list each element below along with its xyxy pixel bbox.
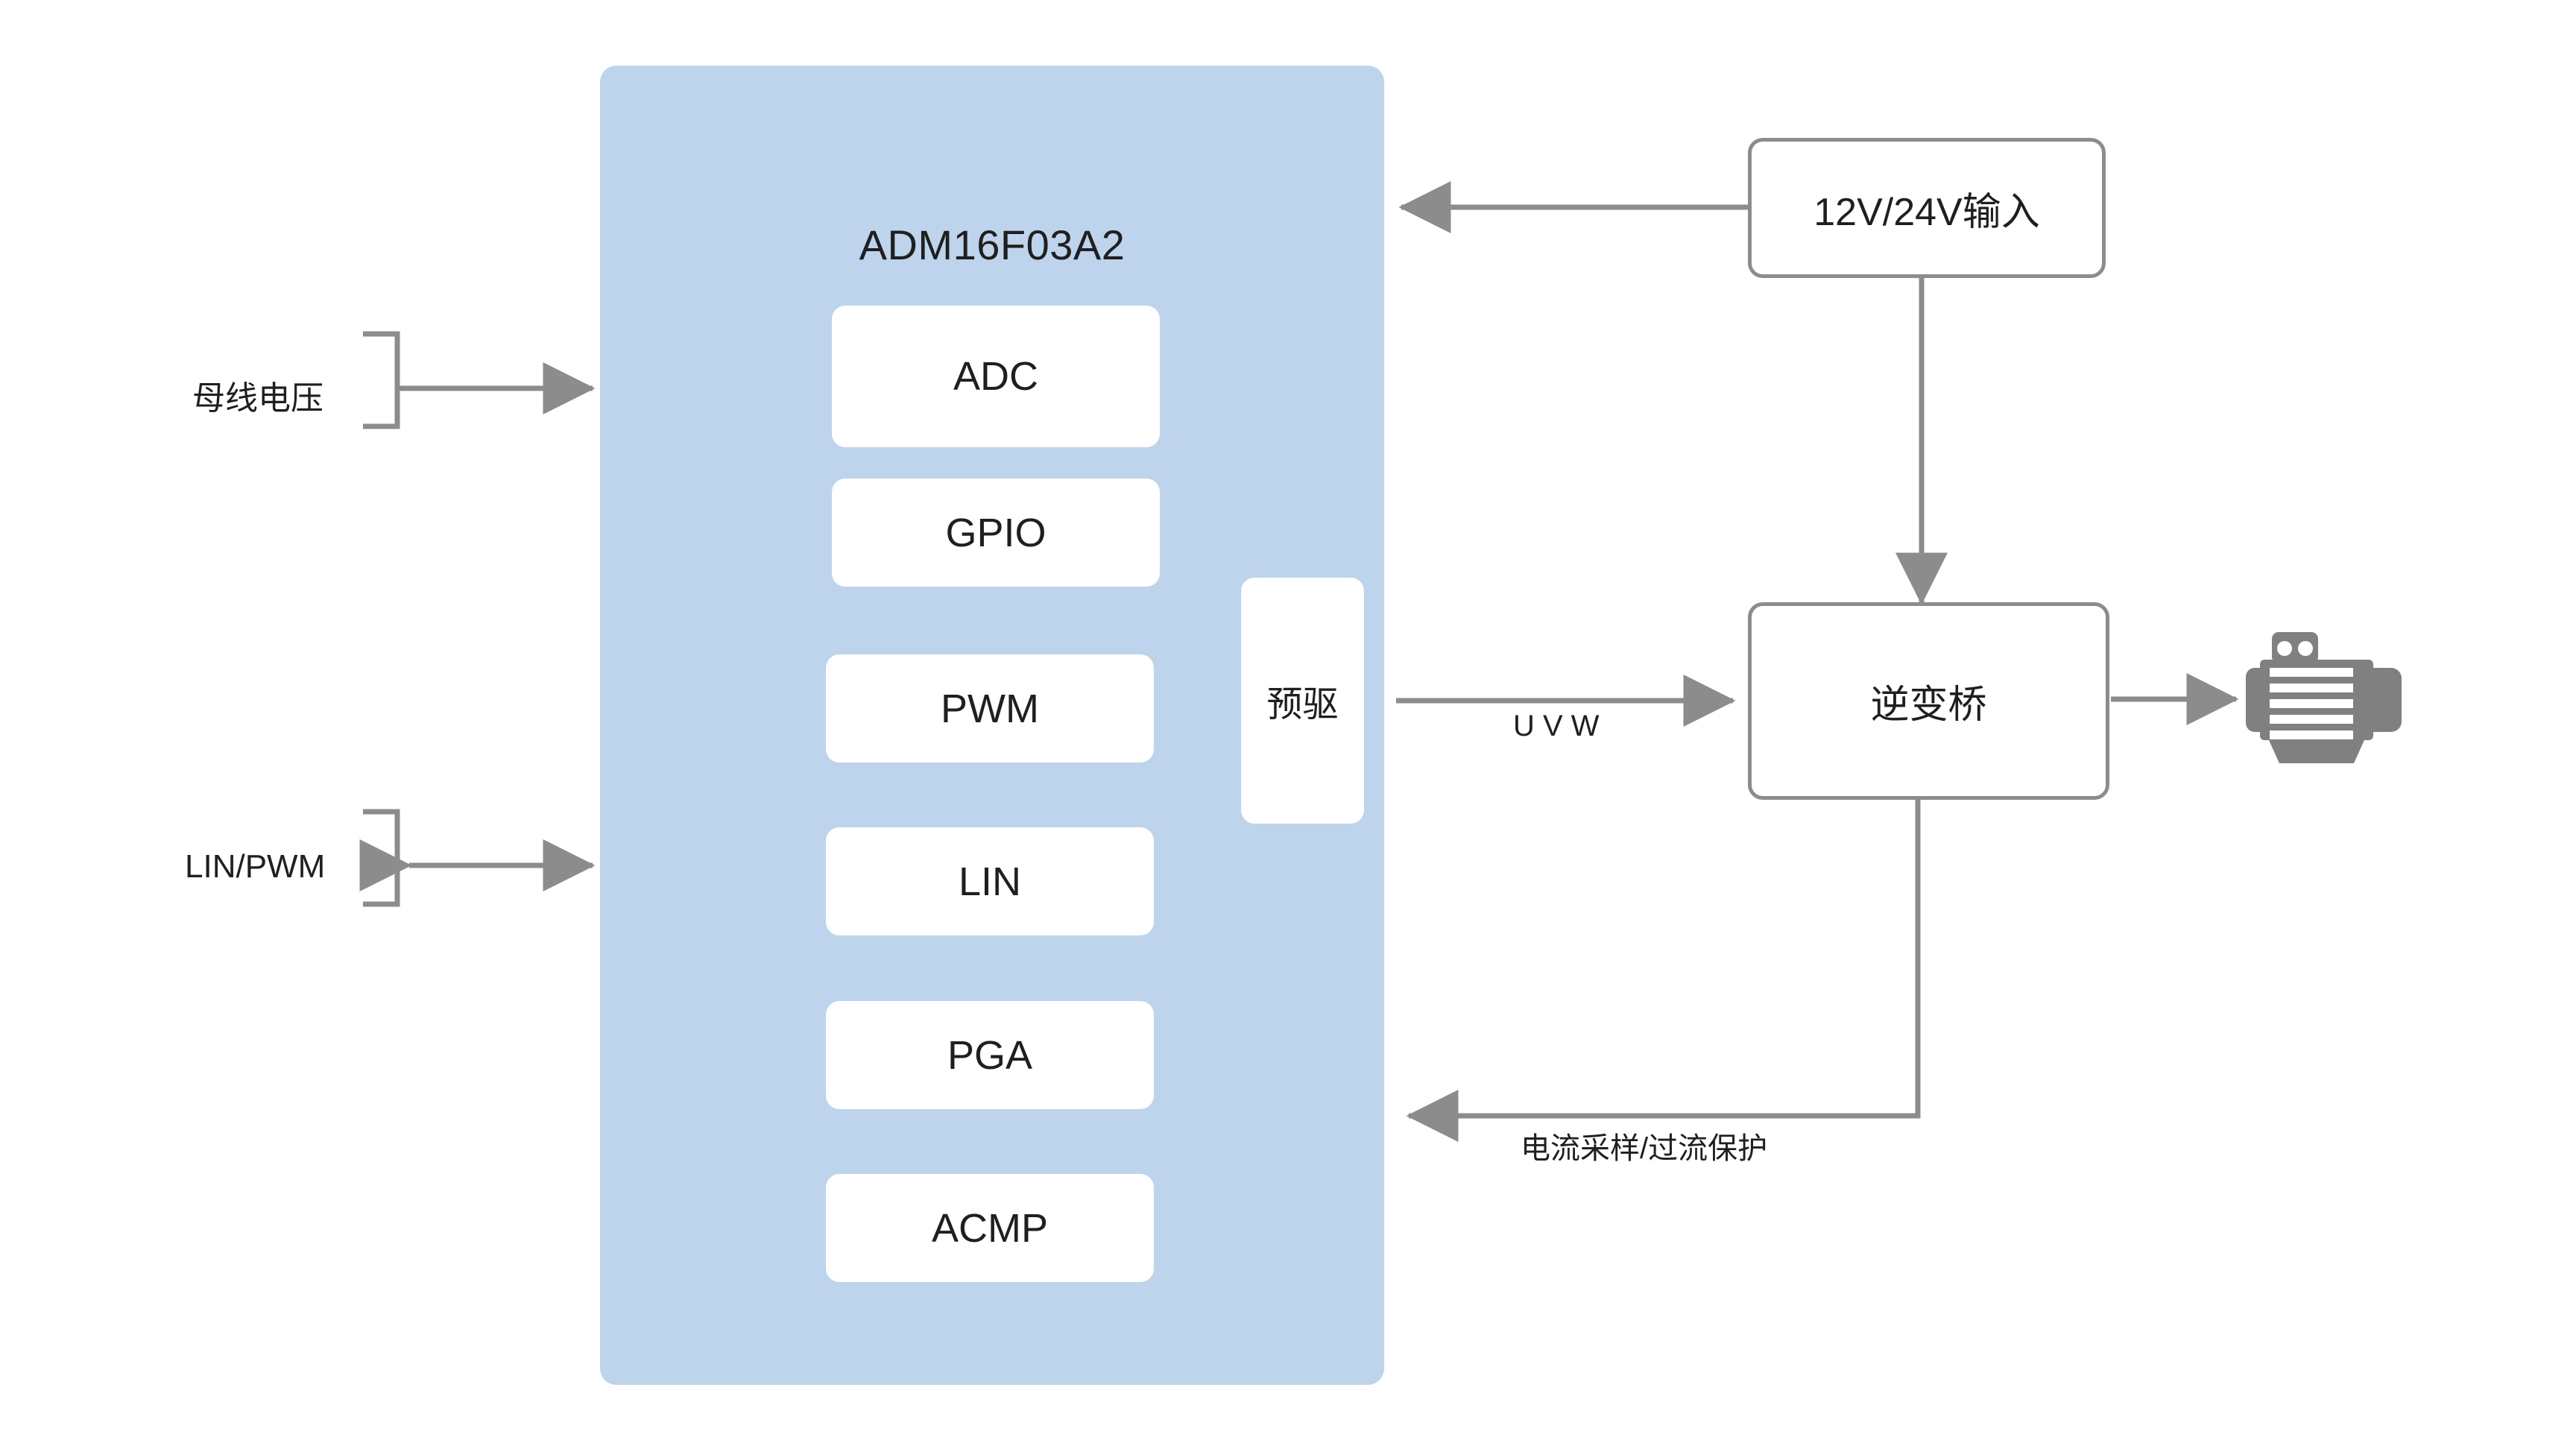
peripheral-block-pga[interactable]: PGA bbox=[826, 1001, 1154, 1109]
peripheral-block-gpio[interactable]: GPIO bbox=[832, 479, 1160, 587]
peripheral-block-acmp[interactable]: ACMP bbox=[826, 1174, 1154, 1282]
peripheral-label: LIN bbox=[958, 859, 1022, 904]
motor-icon bbox=[2244, 625, 2404, 766]
peripheral-block-adc[interactable]: ADC bbox=[832, 306, 1160, 447]
lin-pwm-bracket bbox=[363, 809, 400, 907]
bus-voltage-label: 母线电压 bbox=[192, 380, 323, 417]
current-feedback-arrow bbox=[1406, 799, 1921, 1142]
peripheral-label: PGA bbox=[947, 1032, 1033, 1078]
peripheral-block-pwm[interactable]: PWM bbox=[826, 654, 1154, 763]
power-input-label: 12V/24V输入 bbox=[1813, 190, 2040, 234]
peripheral-label: PWM bbox=[941, 686, 1039, 731]
power-input-box[interactable]: 12V/24V输入 bbox=[1748, 138, 2106, 278]
current-sense-protection-label: 电流采样/过流保护 bbox=[1521, 1132, 1768, 1165]
inverter-bridge-box[interactable]: 逆变桥 bbox=[1748, 602, 2109, 800]
peripheral-label: ADC bbox=[953, 354, 1038, 399]
chip-title: ADM16F03A2 bbox=[859, 221, 1126, 268]
inverter-bridge-label: 逆变桥 bbox=[1870, 684, 1987, 727]
bus-voltage-bracket bbox=[363, 331, 400, 429]
lin-pwm-label: LIN/PWM bbox=[185, 848, 326, 885]
predriver-block[interactable]: 预驱 bbox=[1241, 578, 1364, 824]
predriver-label: 预驱 bbox=[1266, 685, 1339, 724]
peripheral-label: GPIO bbox=[945, 510, 1046, 555]
peripheral-label: ACMP bbox=[931, 1205, 1048, 1251]
peripheral-block-lin[interactable]: LIN bbox=[826, 827, 1154, 935]
uvw-phase-label: U V W bbox=[1513, 710, 1600, 742]
